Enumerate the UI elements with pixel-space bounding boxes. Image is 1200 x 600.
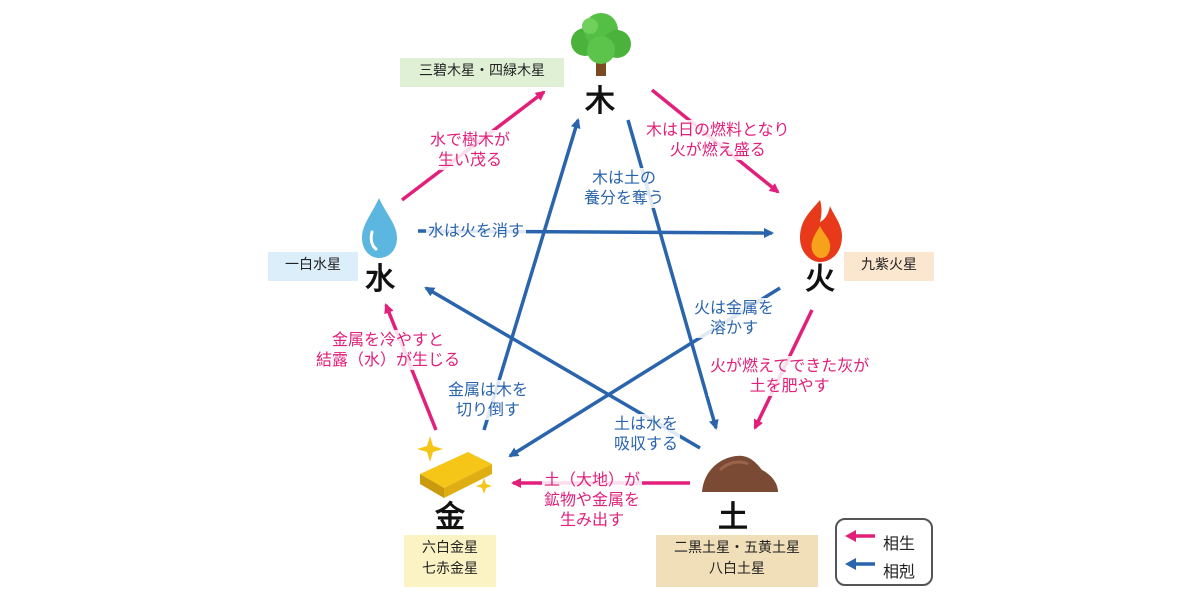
fire-star-line: 九紫火星 [861,257,917,273]
gold-bar-icon [417,436,492,498]
earth-star-box: 二黒土星・五黄土星 八白土星 [656,535,818,587]
metal-star-line-2: 七赤金星 [422,561,478,577]
flame-icon [800,200,842,262]
label-line: 結露（水）が生じる [316,350,461,369]
label-line: 木は日の燃料となり [646,120,790,139]
label-line: 土は水を [614,414,679,433]
blue-arrow-icon [845,558,875,570]
label-metal-to-wood: 金属は木を 切り倒す [446,380,531,420]
water-drop-icon [362,198,397,258]
label-line: 木は土の [592,168,657,187]
earth-star-line-2: 八白土星 [709,561,765,577]
earth-star-line-1: 二黒土星・五黄土星 [674,540,800,556]
label-water-to-fire: 水は火を消す [426,221,527,241]
label-line: 養分を奪う [584,188,665,207]
label-earth-to-water: 土は水を 吸収する [612,414,681,454]
element-earth: 土 [718,500,748,535]
label-metal-to-water: 金属を冷やすと 結露（水）が生じる [314,330,463,370]
label-wood-to-fire: 木は日の燃料となり 火が燃え盛る [644,120,792,160]
label-line: 生み出す [560,510,625,529]
tree-icon [571,13,631,76]
metal-star-line-1: 六白金星 [422,540,478,556]
legend: 相生 相剋 [835,518,933,586]
label-fire-to-metal: 火は金属を 溶かす [692,298,777,338]
water-star-box: 一白水星 [268,252,358,281]
label-line: 水は火を消す [428,221,525,240]
label-line: 火は金属を [694,298,775,317]
element-metal: 金 [435,500,465,535]
label-water-to-wood: 水で樹木が 生い茂る [428,130,513,170]
metal-star-box: 六白金星 七赤金星 [404,535,496,587]
soil-icon [702,455,778,492]
water-star-line: 一白水星 [285,257,341,273]
label-line: 水で樹木が [430,130,511,149]
label-line: 生い茂る [438,150,503,169]
label-line: 吸収する [614,434,679,453]
label-fire-to-earth: 火が燃えてできた灰が 土を肥やす [708,356,872,396]
label-line: 金属を冷やすと [332,330,445,349]
label-line: 土（大地）が [544,470,641,489]
label-line: 土を肥やす [749,376,830,395]
wood-star-line: 三碧木星・四緑木星 [419,63,545,79]
arrow-metal-to-wood [482,118,581,431]
label-line: 金属は木を [448,380,529,399]
label-wood-to-earth: 木は土の 養分を奪う [582,168,667,208]
legend-control-label: 相剋 [883,562,916,581]
element-fire: 火 [805,262,835,297]
label-line: 切り倒す [456,400,521,419]
pink-arrow-icon [845,530,875,542]
label-line: 溶かす [710,318,759,337]
label-line: 火が燃えてできた灰が [710,356,870,375]
element-water: 水 [365,262,395,297]
fire-star-box: 九紫火星 [844,252,934,281]
arrow-wood-to-earth [626,119,719,430]
legend-generate-label: 相生 [883,534,916,553]
element-wood: 木 [585,84,615,119]
label-earth-to-metal: 土（大地）が 鉱物や金属を 生み出す [542,470,643,530]
label-line: 火が燃え盛る [669,140,766,159]
wood-star-box: 三碧木星・四緑木星 [400,58,564,87]
label-line: 鉱物や金属を [544,490,641,509]
